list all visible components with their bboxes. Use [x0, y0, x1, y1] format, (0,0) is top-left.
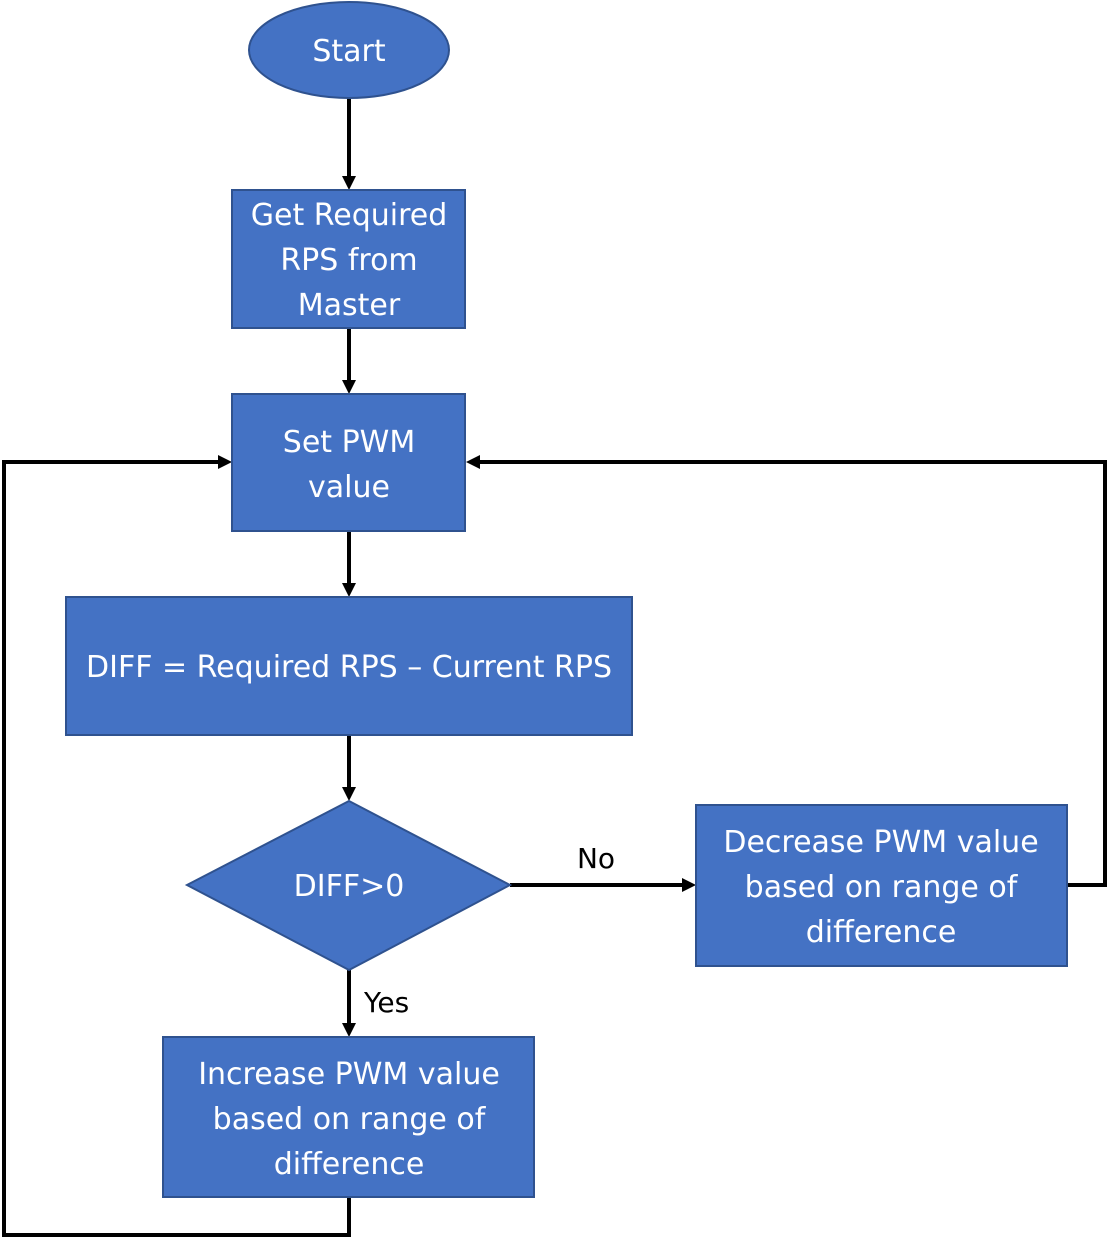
get-rps-label-line-1: Get Required	[251, 198, 448, 233]
arrowhead-get-rps	[342, 176, 356, 190]
increase-pwm-box	[162, 1036, 535, 1198]
increase-pwm-label-line-2: based on range of	[213, 1102, 487, 1137]
arrowhead-decrease	[682, 878, 696, 892]
set-pwm-box	[231, 393, 466, 532]
decrease-pwm-node: Decrease PWM value based on range of dif…	[695, 804, 1068, 967]
set-pwm-label-line-2: value	[308, 470, 390, 505]
get-rps-node: Get Required RPS from Master	[231, 189, 466, 329]
set-pwm-label-line-1: Set PWM	[283, 425, 415, 460]
set-pwm-node: Set PWM value	[231, 393, 466, 532]
arrowhead-loop-left	[218, 455, 232, 469]
connectors	[2, 98, 1107, 1237]
start-label: Start	[312, 34, 386, 69]
diff-node: DIFF = Required RPS – Current RPS	[65, 596, 633, 736]
diff-label: DIFF = Required RPS – Current RPS	[86, 650, 612, 685]
connector-increase-loop-back	[2, 460, 351, 1237]
arrowhead-set-pwm	[342, 380, 356, 394]
decision-label: DIFF>0	[294, 869, 405, 904]
increase-pwm-label-line-3: difference	[274, 1147, 425, 1182]
arrowhead-increase	[342, 1023, 356, 1037]
get-rps-label-line-3: Master	[298, 288, 401, 323]
arrowhead-diff	[342, 583, 356, 597]
start-node: Start	[248, 1, 450, 99]
increase-pwm-node: Increase PWM value based on range of dif…	[162, 1036, 535, 1198]
start-ellipse	[248, 1, 450, 99]
decrease-pwm-label-line-3: difference	[806, 915, 957, 950]
get-rps-box	[231, 189, 466, 329]
decrease-pwm-box	[695, 804, 1068, 967]
decision-diamond	[184, 799, 513, 972]
edge-label-no: No	[577, 842, 615, 875]
arrowhead-loop-right	[466, 455, 480, 469]
decrease-pwm-label-line-1: Decrease PWM value	[723, 825, 1038, 860]
decrease-pwm-label-line-2: based on range of	[745, 870, 1019, 905]
arrowhead-decision	[342, 787, 356, 801]
decision-node: DIFF>0	[184, 799, 513, 972]
get-rps-label-line-2: RPS from	[280, 243, 417, 278]
diff-box	[65, 596, 633, 736]
connector-decrease-loop-back	[480, 460, 1107, 887]
edge-label-yes: Yes	[363, 986, 409, 1019]
increase-pwm-label-line-1: Increase PWM value	[198, 1057, 500, 1092]
